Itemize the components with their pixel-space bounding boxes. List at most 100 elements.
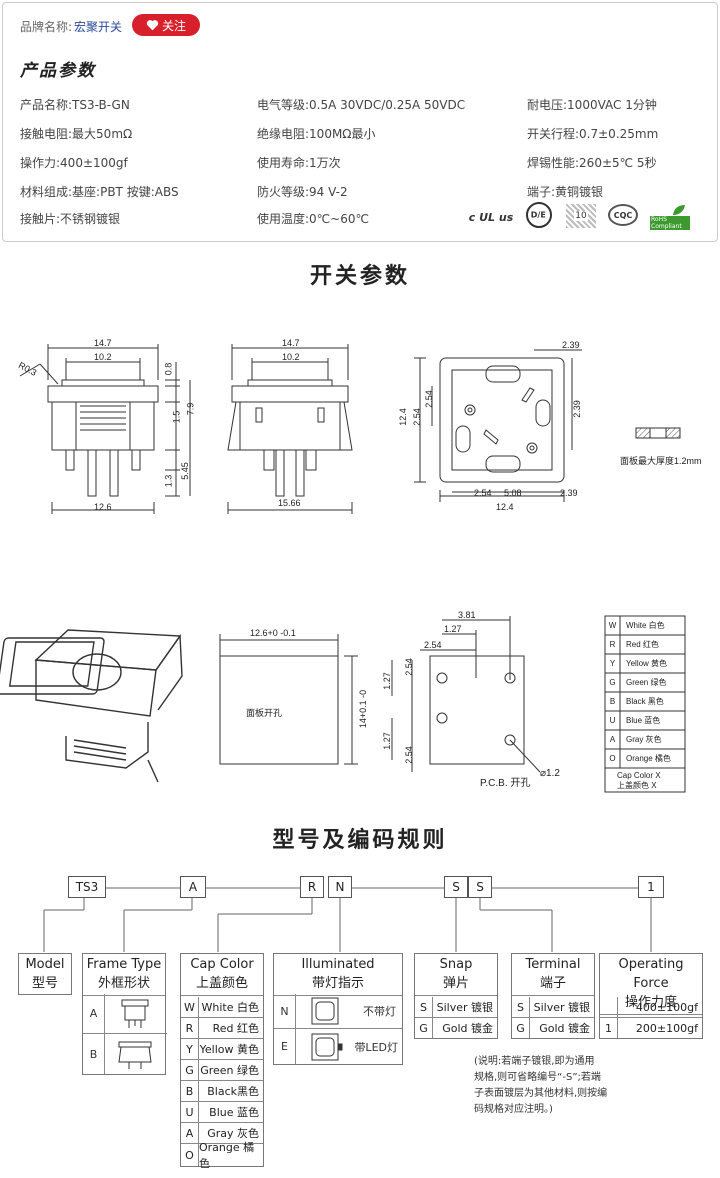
dim-254-bottom: 2.54 <box>474 488 492 498</box>
brand-name-link[interactable]: 宏聚开关 <box>74 20 123 34</box>
frame-en: Frame Type <box>86 957 162 972</box>
illum-row-n: N 不带灯 <box>274 994 402 1029</box>
illum-row-e: E 带LED灯 <box>274 1029 402 1064</box>
frame-cn: 外框形状 <box>83 974 165 996</box>
dim-15: 1.5 <box>171 410 182 424</box>
dim-254-pcb: 2.54 <box>424 640 442 650</box>
model-en: Model <box>25 957 65 972</box>
dim-254-a: 2.54 <box>411 408 422 426</box>
param-contact-resistance: 接触电阻:最大50mΩ <box>20 127 133 141</box>
terminal-en: Terminal <box>525 957 581 972</box>
no-led-icon <box>311 997 339 1025</box>
snap-cn: 弹片 <box>415 974 497 996</box>
dim-254-l2: 2.54 <box>403 746 414 764</box>
panel-cutout-drawing <box>219 634 358 765</box>
bottom-view-drawing <box>414 349 582 502</box>
param-name: 产品名称:TS3-B-GN <box>20 98 130 112</box>
param-insulation: 绝缘电阻:100MΩ最小 <box>257 127 376 141</box>
led-icon <box>311 1033 343 1060</box>
dim-124-left: 12.4 <box>397 408 408 426</box>
iso-view-drawing <box>0 629 183 783</box>
dim-254-l1: 2.54 <box>403 658 414 676</box>
illum-en: Illuminated <box>301 957 375 972</box>
section-title-params: 产品参数 <box>20 61 96 81</box>
param-terminal: 端子:黄铜镀银 <box>527 185 604 199</box>
force-box: Operating Force 操作力度 <box>599 953 703 1039</box>
param-voltage: 耐电压:1000VAC 1分钟 <box>527 98 657 112</box>
dim-13: 1.3 <box>163 474 174 488</box>
force-en: Operating Force <box>618 957 684 991</box>
color-legend-box <box>604 615 686 793</box>
technical-drawings <box>0 344 686 793</box>
dim-127-l1: 1.27 <box>381 672 392 690</box>
frame-b-icon <box>118 1041 152 1069</box>
side-view-drawing <box>227 344 353 514</box>
dim-124-bottom: 12.4 <box>496 502 514 512</box>
dim-front-width: 14.7 <box>94 338 112 348</box>
cqc-logo: CQC <box>608 204 638 226</box>
param-life: 使用寿命:1万次 <box>257 156 341 170</box>
illum-cn: 带灯指示 <box>274 974 402 996</box>
frame-row-a: A <box>83 994 167 1034</box>
terminal-box: Terminal 端子 <box>511 953 595 1039</box>
code-illum: N <box>328 876 352 898</box>
code-series: TS3 <box>68 876 106 898</box>
panel-thickness-note: 面板最大厚度1.2mm <box>620 456 702 466</box>
dim-508: 5.08 <box>504 488 522 498</box>
param-material: 材料组成:基座:PBT 按键:ABS <box>20 185 179 199</box>
param-temp: 使用温度:0℃~60℃ <box>257 212 369 226</box>
follow-button[interactable]: 关注 <box>132 14 200 36</box>
heart-icon <box>146 20 159 31</box>
coding-note: (说明:若端子镀银,即为通用 规格,则可省略编号“-S”;若端 子表面镀层为其他… <box>474 1056 608 1115</box>
dim-side-width: 14.7 <box>282 338 300 348</box>
snap-en: Snap <box>439 957 473 972</box>
dim-127-top: 1.27 <box>444 624 462 634</box>
code-connectors <box>43 887 652 952</box>
force-cn: 操作力度 <box>600 993 702 1015</box>
cap-cn: 上盖颜色 <box>181 974 263 996</box>
snap-box: Snap 弹片 <box>414 953 498 1039</box>
switch-params-title: 开关参数 <box>309 264 410 289</box>
ul-logo: c UL us <box>468 210 514 224</box>
param-force: 操作力:400±100gf <box>20 156 128 170</box>
code-cap: R <box>300 876 324 898</box>
pcb-layout-drawing <box>391 616 541 773</box>
dim-239-right: 2.39 <box>571 400 582 418</box>
dim-126: 12.6 <box>94 502 112 512</box>
front-view-drawing <box>19 344 191 514</box>
ccc-logo: 10 <box>566 204 596 228</box>
model-cn: 型号 <box>31 976 58 991</box>
force-row: 400±100gf <box>600 997 702 1018</box>
dim-545: 5.45 <box>179 462 190 480</box>
dim-254-b: 2.54 <box>423 390 434 408</box>
hole-dia: ⌀1.2 <box>540 768 560 779</box>
param-solder: 焊锡性能:260±5℃ 5秒 <box>527 156 657 170</box>
param-rating: 电气等级:0.5A 30VDC/0.25A 50VDC <box>257 98 466 112</box>
cap-en: Cap Color <box>190 957 254 972</box>
panel-thickness-drawing <box>635 427 681 439</box>
leaf-icon <box>673 205 685 215</box>
dim-381: 3.81 <box>458 610 476 620</box>
code-force: 1 <box>638 876 664 898</box>
dim-front-inner: 10.2 <box>94 352 112 362</box>
code-terminal: S <box>468 876 492 898</box>
param-contact: 接触片:不锈钢镀银 <box>20 212 121 226</box>
dim-239-bottom: 2.39 <box>560 488 578 498</box>
terminal-cn: 端子 <box>512 974 594 996</box>
param-fire: 防火等级:94 V-2 <box>257 185 348 199</box>
frame-a-icon <box>121 999 149 1028</box>
cutout-label: 面板开孔 <box>246 708 283 718</box>
dim-radius: R0.3 <box>16 360 39 378</box>
